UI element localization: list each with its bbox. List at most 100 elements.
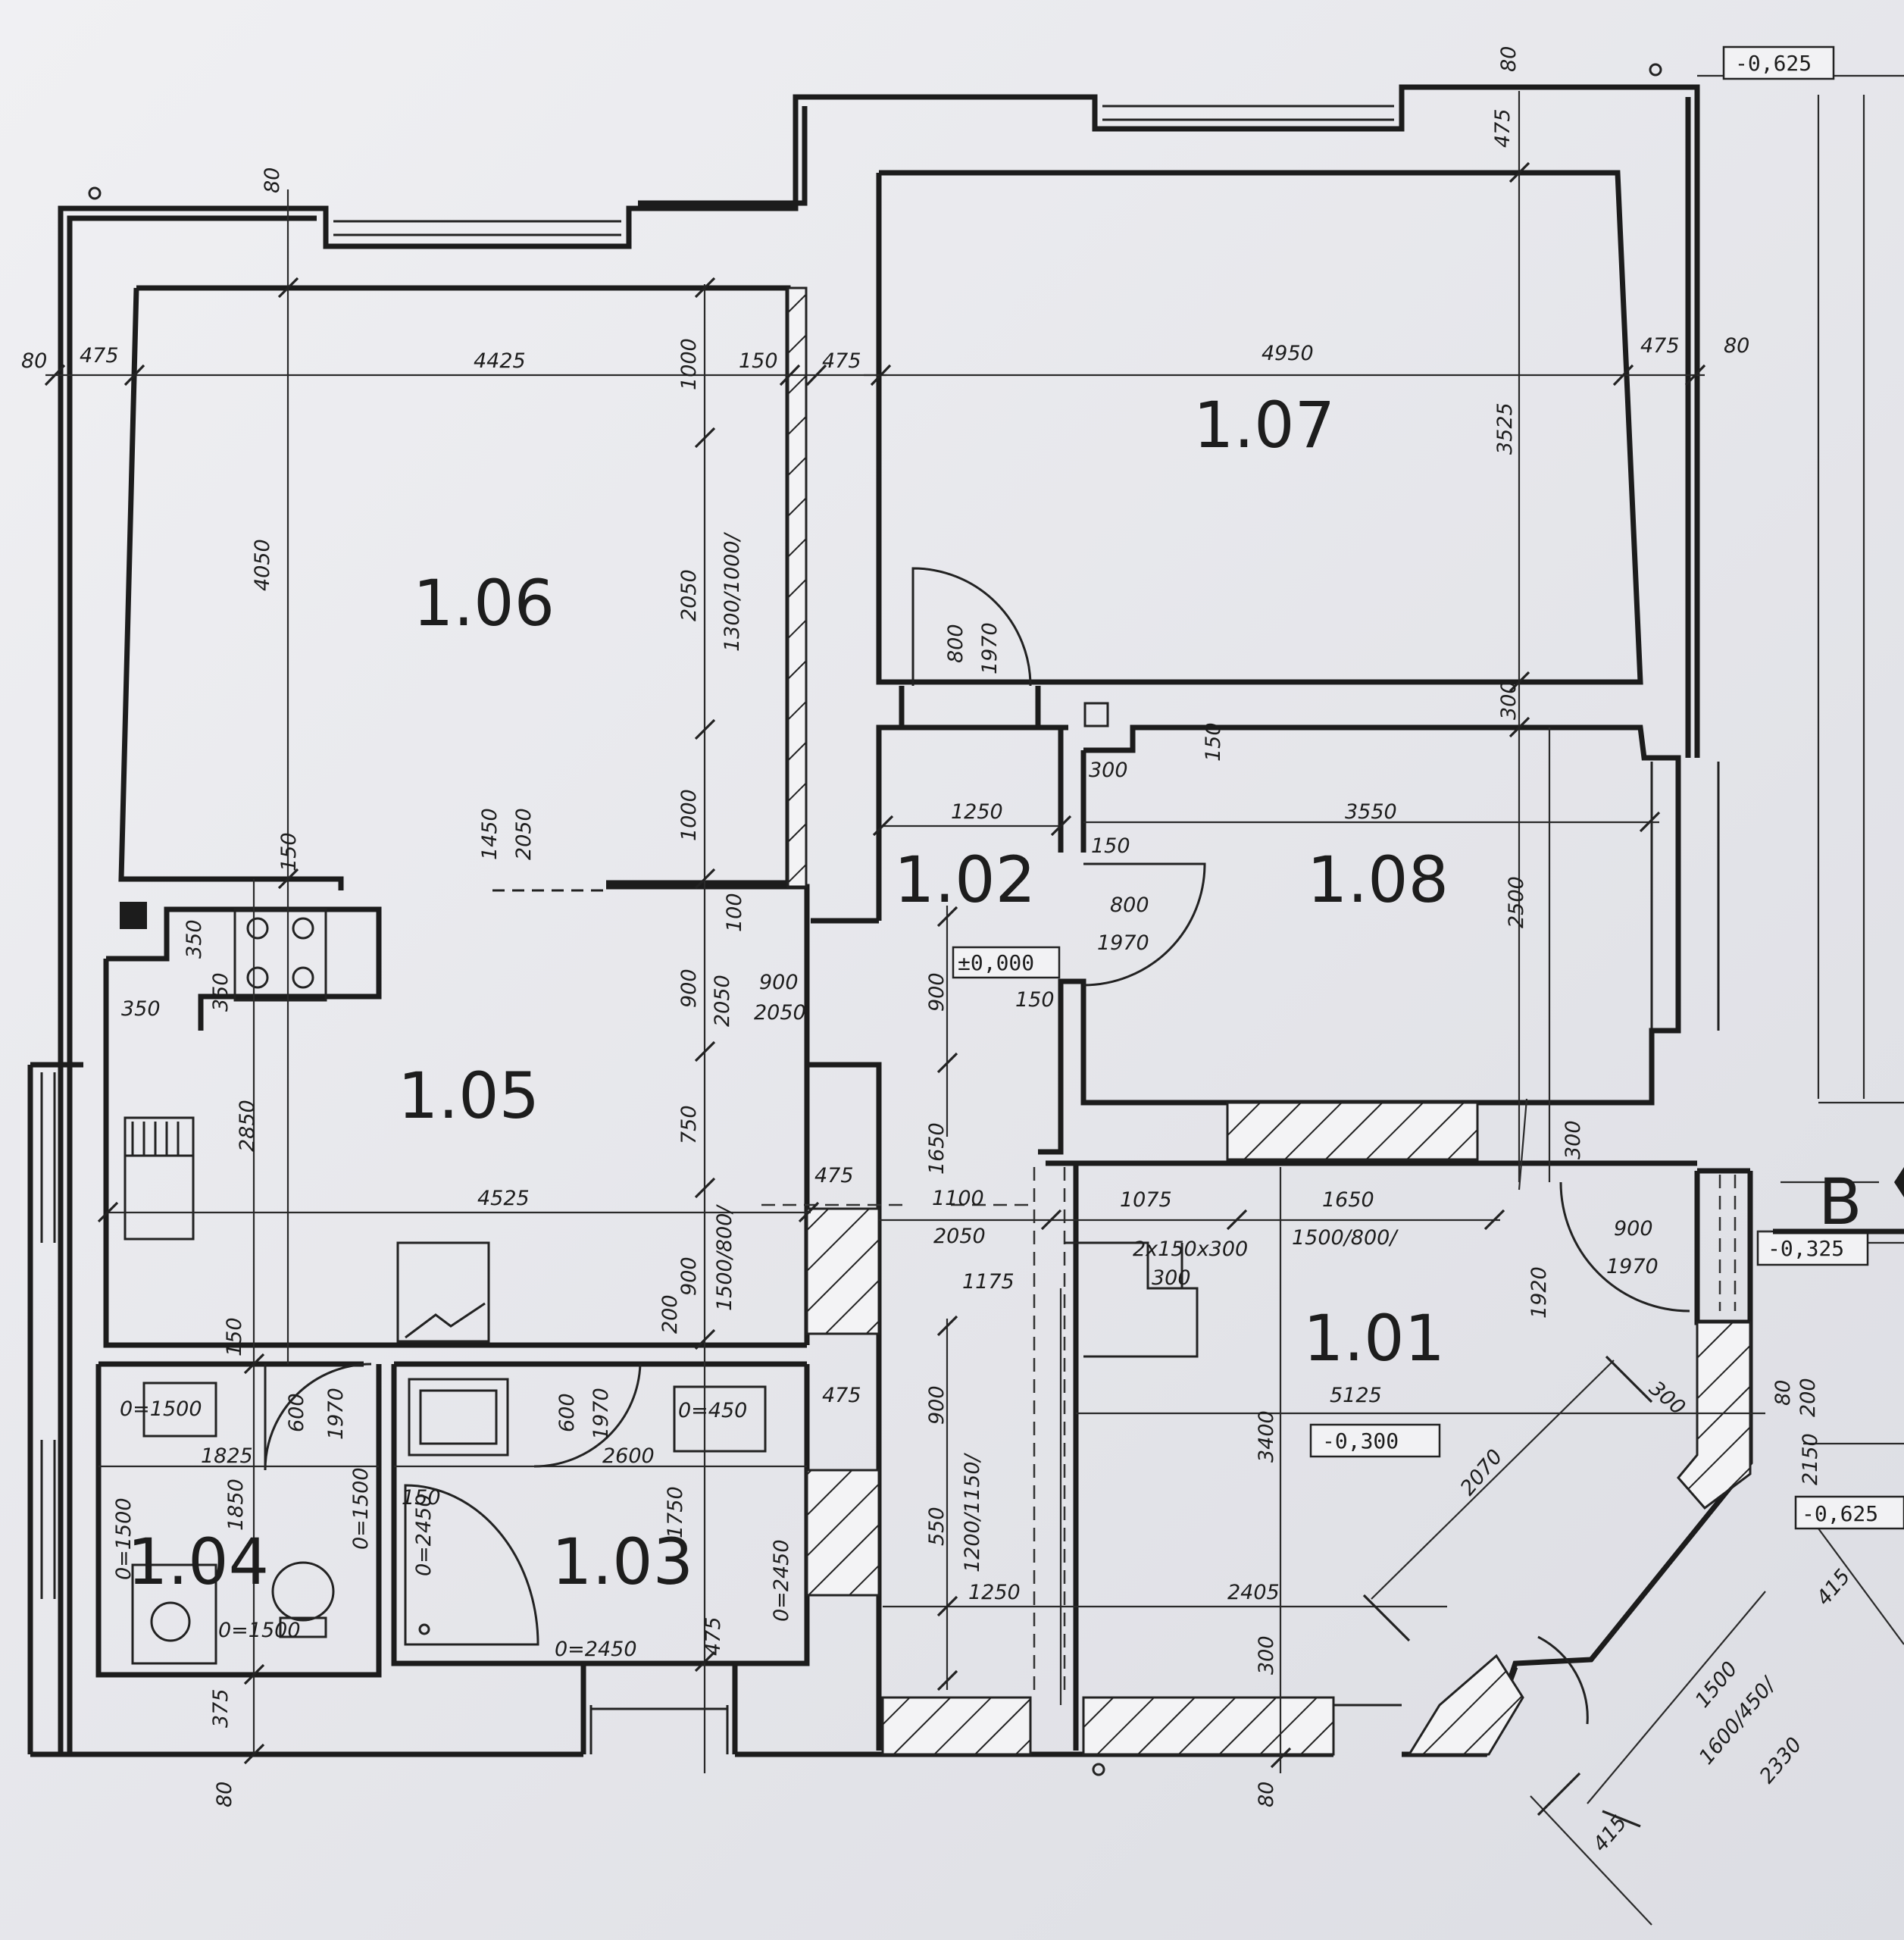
dim-label: 200	[1796, 1378, 1820, 1417]
boiler-icon	[131, 1563, 217, 1665]
wc-sink-icon	[142, 1381, 217, 1438]
chimney-icon	[120, 902, 147, 929]
dim-label: 1970	[589, 1388, 613, 1440]
level-room-1-01: -0,300	[1322, 1428, 1399, 1453]
dim-label: 80	[1771, 1380, 1795, 1406]
dim-label: 1300/1000/	[721, 531, 744, 652]
dim-label: 4950	[1262, 342, 1314, 365]
dim-label: 80	[1255, 1782, 1278, 1807]
bath-sink-icon	[673, 1385, 767, 1453]
dim-label: 1970	[978, 622, 1002, 674]
dim-label: 4425	[474, 349, 526, 373]
kitchen-sink-icon	[123, 1116, 195, 1241]
dim-label: 80	[213, 1782, 236, 1807]
dim-label: 3550	[1345, 800, 1397, 824]
dim-label: 1970	[324, 1388, 348, 1440]
fixture-label: 0=2450	[555, 1638, 637, 1661]
dim-label: 1500/800/	[713, 1204, 736, 1311]
room-label-1-01: 1.01	[1303, 1301, 1445, 1375]
appliance-icon	[396, 1241, 490, 1343]
dim-label: 2405	[1227, 1581, 1280, 1604]
dim-label: 80	[1724, 334, 1749, 358]
dim-label: 300	[1255, 1635, 1278, 1675]
axis-marker	[88, 186, 102, 200]
toilet-icon	[271, 1561, 335, 1622]
stair-lines	[761, 1167, 1737, 1698]
dim-label: 350	[121, 997, 161, 1021]
dim-label: 475	[822, 349, 861, 373]
dim-label: 475	[702, 1616, 725, 1656]
level-labels: -0,625 ±0,000 -0,325 -0,300 -0,625	[958, 51, 1878, 1526]
section-marker: B	[1818, 1165, 1862, 1239]
dim-label: 300	[1497, 681, 1521, 720]
hatched-walls	[786, 286, 1752, 1756]
dim-label: 1075	[1120, 1188, 1172, 1212]
dim-label: 1175	[962, 1270, 1015, 1294]
dimension-ticks	[44, 161, 1706, 1828]
dim-label: 80	[261, 167, 284, 193]
room-labels: 1.06 1.07 1.08 1.02 1.05 1.01 1.03 1.04 …	[127, 388, 1862, 1599]
dim-label: 2150	[1799, 1433, 1822, 1485]
dim-label: 2050	[933, 1225, 986, 1248]
dim-label: 80	[1497, 46, 1521, 72]
dim-label: 1650	[1322, 1188, 1374, 1212]
dim-label: 100	[723, 893, 746, 932]
dim-label: 150	[277, 832, 301, 871]
dim-label: 200	[658, 1294, 682, 1334]
level-top-right: -0,625	[1735, 51, 1812, 76]
fixtures	[120, 702, 1109, 1665]
dim-label: 1850	[224, 1478, 248, 1531]
fixture-label: 0=1500	[112, 1497, 136, 1580]
dim-label: 1920	[1527, 1266, 1551, 1319]
dim-label: 1250	[951, 800, 1003, 824]
dim-label: 150	[1202, 722, 1225, 762]
dim-label: 1500/800/	[1292, 1226, 1399, 1250]
dim-label: 1970	[1606, 1255, 1659, 1278]
dim-label: 475	[1640, 334, 1680, 358]
fixture-labels: 0=1500 0=1500 0=1500 0=1500 0=450 0=2450…	[112, 1397, 793, 1661]
fixture-label: 0=1500	[120, 1397, 202, 1421]
room-label-1-06: 1.06	[413, 566, 555, 640]
dim-label: 900	[925, 972, 949, 1012]
dimension-labels: 80 475 4425 150 475 4950 475 80 1250 355…	[21, 334, 1749, 1604]
dim-label: 475	[80, 344, 119, 368]
dim-label: 2x150x300	[1133, 1238, 1248, 1261]
dim-label: 550	[925, 1507, 949, 1546]
dim-label: 1650	[925, 1122, 949, 1175]
dim-label: 1000	[677, 789, 701, 841]
dim-label: 900	[677, 968, 701, 1008]
dim-label: 3400	[1255, 1410, 1278, 1463]
dim-label: 475	[1491, 108, 1515, 148]
dim-label: 2050	[754, 1001, 806, 1025]
dim-label: 2050	[677, 569, 701, 621]
fixture-label: 0=1500	[349, 1467, 373, 1550]
level-room-1-02: ±0,000	[958, 950, 1034, 975]
dim-label: 2050	[512, 808, 536, 860]
dim-label: 300	[1089, 759, 1128, 782]
dim-label: 2600	[602, 1444, 655, 1468]
room-label-1-05: 1.05	[398, 1059, 539, 1133]
level-right-low: -0,625	[1802, 1501, 1878, 1526]
dim-label: 150	[402, 1486, 441, 1510]
room-label-1-04: 1.04	[127, 1525, 269, 1599]
dim-label: 800	[944, 624, 968, 663]
dim-label: 4525	[477, 1187, 530, 1210]
dim-label: 900	[677, 1256, 701, 1296]
door-swings	[264, 567, 1690, 1725]
dim-label: 900	[759, 971, 799, 994]
dim-label: 5125	[1330, 1384, 1382, 1407]
level-right-mid: -0,325	[1768, 1236, 1844, 1261]
dim-label: 900	[1614, 1217, 1653, 1241]
fixture-label: 0=2450	[412, 1494, 436, 1576]
dim-label: 1250	[968, 1581, 1021, 1604]
shower-icon	[404, 1484, 539, 1646]
dim-label: 4050	[251, 539, 274, 591]
dim-label: 1970	[1097, 931, 1149, 955]
dim-label: 1000	[677, 338, 701, 390]
dim-label: 1100	[932, 1187, 984, 1210]
room-label-1-03: 1.03	[552, 1525, 693, 1599]
dim-label: 1750	[664, 1486, 687, 1538]
windows	[40, 105, 1720, 1754]
dim-label: 375	[209, 1688, 233, 1728]
